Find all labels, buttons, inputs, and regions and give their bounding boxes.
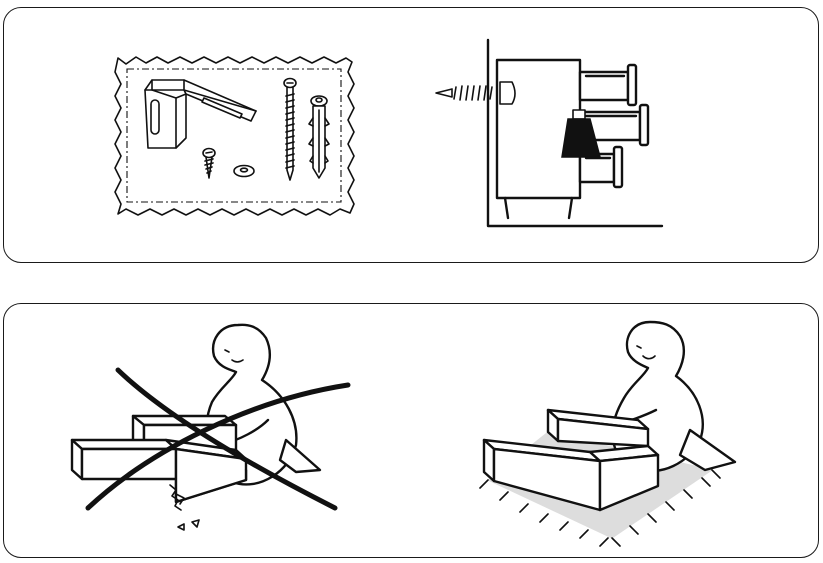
correct-assembly bbox=[479, 320, 737, 547]
washer-icon bbox=[233, 164, 255, 178]
frame-icon bbox=[70, 414, 248, 504]
wall-plug-icon bbox=[308, 95, 330, 179]
hardware-bag bbox=[114, 56, 355, 216]
wall-icon bbox=[486, 38, 664, 228]
screw-into-wall-icon bbox=[435, 85, 493, 101]
frame-icon bbox=[482, 408, 660, 512]
bag-seal bbox=[126, 68, 342, 203]
weight-icon bbox=[561, 109, 601, 158]
long-screw-icon bbox=[283, 77, 297, 181]
wall-anchor bbox=[435, 38, 664, 228]
bracket-icon bbox=[144, 79, 257, 149]
wrong-assembly bbox=[70, 323, 351, 531]
cross-out-icon bbox=[85, 367, 351, 511]
broken-corner-icon bbox=[169, 484, 200, 531]
screw-icon bbox=[202, 147, 216, 179]
cabinet-icon bbox=[495, 58, 582, 200]
drawer-icon bbox=[578, 63, 650, 189]
